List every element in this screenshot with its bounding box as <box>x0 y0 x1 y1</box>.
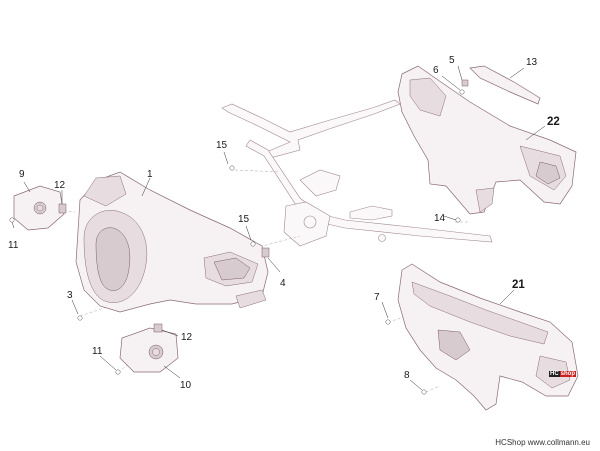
label-11-upper: 11 <box>8 240 19 251</box>
label-15-lower: 15 <box>238 214 250 225</box>
label-21: 21 <box>512 279 525 291</box>
part-rear-cover-lower <box>397 263 579 411</box>
screws <box>9 89 465 395</box>
part-small-cover-10 <box>119 327 179 373</box>
part-small-cover-9 <box>13 185 65 231</box>
label-4: 4 <box>280 278 286 289</box>
label-14: 14 <box>434 213 446 224</box>
label-22: 22 <box>547 116 560 128</box>
part-front-handlebar-cover <box>75 171 269 313</box>
label-13: 13 <box>526 57 538 68</box>
handlebar-tube <box>221 99 493 247</box>
part-top-trim-13 <box>469 65 541 105</box>
label-3: 3 <box>67 290 73 301</box>
label-5: 5 <box>449 55 455 66</box>
label-7: 7 <box>374 292 380 303</box>
label-6: 6 <box>433 65 439 76</box>
label-12-upper: 12 <box>54 180 66 191</box>
label-12-lower: 12 <box>181 332 193 343</box>
footer-credit: HCShop www.collmann.eu <box>495 438 590 447</box>
leader-lines <box>11 65 546 391</box>
part-labels: 1 15 15 4 9 12 11 3 12 11 10 5 6 13 22 1… <box>8 55 560 391</box>
label-9: 9 <box>19 169 25 180</box>
label-1: 1 <box>147 169 153 180</box>
label-11-lower: 11 <box>92 346 103 357</box>
clips <box>58 79 469 333</box>
label-15-upper: 15 <box>216 140 228 151</box>
label-10: 10 <box>180 380 192 391</box>
part-rear-cover-upper <box>397 65 577 215</box>
label-8: 8 <box>404 370 410 381</box>
